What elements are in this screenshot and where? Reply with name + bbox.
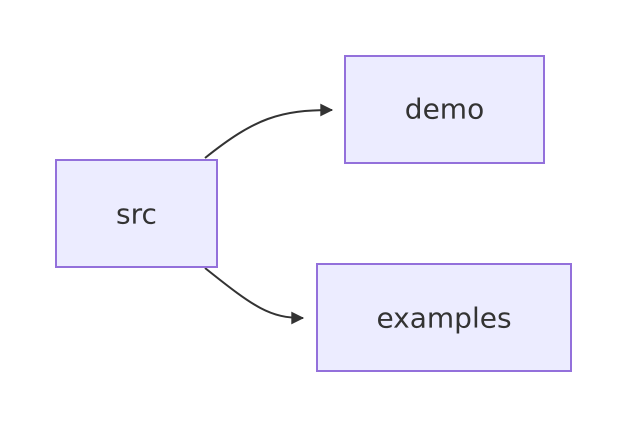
node-examples[interactable]: examples — [316, 263, 572, 372]
node-src-label: src — [116, 198, 157, 231]
node-examples-box — [316, 263, 572, 372]
node-src[interactable]: src — [55, 159, 218, 268]
node-demo[interactable]: demo — [344, 55, 545, 164]
edge-src-to-examples — [204, 267, 305, 325]
node-demo-box — [344, 55, 545, 164]
node-demo-label: demo — [405, 93, 484, 126]
node-examples-label: examples — [376, 302, 511, 335]
edge-src-to-demo — [204, 103, 334, 159]
node-src-box — [55, 159, 218, 268]
